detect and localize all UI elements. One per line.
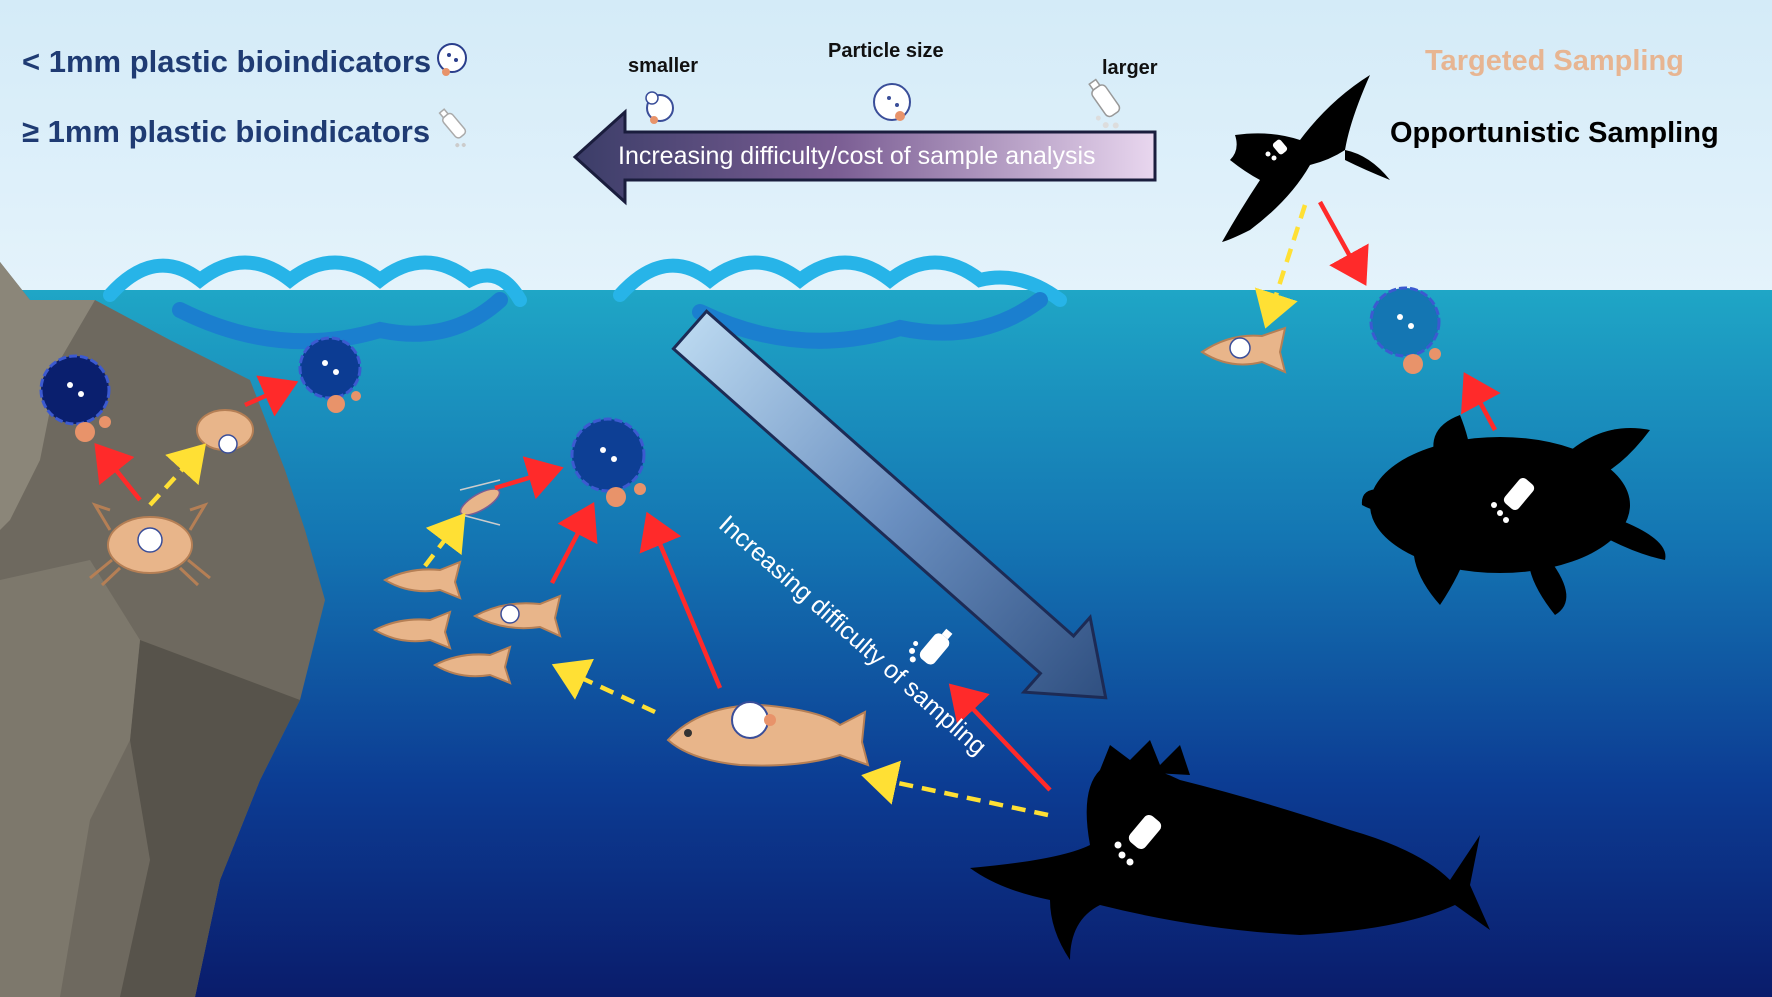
targeted-sampling-label: Targeted Sampling — [1425, 45, 1684, 77]
small-fish-group — [372, 560, 562, 685]
opportunistic-sampling-label: Opportunistic Sampling — [1390, 117, 1719, 149]
particle-size-smaller: smaller — [628, 55, 699, 77]
sampling-difficulty-arrow — [671, 309, 1108, 700]
analysis-difficulty-arrow — [572, 108, 1157, 206]
targeted-arrows — [94, 200, 1501, 792]
particle-size-title: Particle size — [828, 40, 944, 62]
particle-size-larger: larger — [1102, 57, 1158, 79]
particle-large-icon — [1088, 78, 1121, 129]
gut-icon — [570, 417, 646, 507]
plastic-bottle-fragments-icon — [438, 108, 467, 148]
analysis-arrow-label: Increasing difficulty/cost of sample ana… — [618, 142, 1096, 170]
waves — [103, 255, 1067, 350]
gut-microplastic-icon — [437, 43, 467, 76]
gut-icon — [39, 354, 111, 442]
plastic-bottle-icon — [909, 628, 953, 665]
particle-small-icon — [645, 91, 674, 124]
legend-small-label: < 1mm plastic bioindicators — [22, 44, 432, 79]
seabird-silhouette — [1222, 75, 1390, 242]
opportunistic-arrows — [148, 204, 1308, 818]
legend-large-label: ≥ 1mm plastic bioindicators — [22, 114, 431, 149]
sea-turtle-silhouette — [1361, 415, 1666, 615]
cod-fish — [666, 701, 870, 767]
particle-medium-icon — [873, 83, 911, 121]
gut-icon — [1369, 286, 1441, 374]
mussel — [196, 409, 254, 454]
marlin-silhouette — [970, 740, 1490, 960]
surface-fish — [1200, 326, 1287, 374]
crab — [89, 502, 211, 587]
gut-icon — [298, 336, 362, 413]
